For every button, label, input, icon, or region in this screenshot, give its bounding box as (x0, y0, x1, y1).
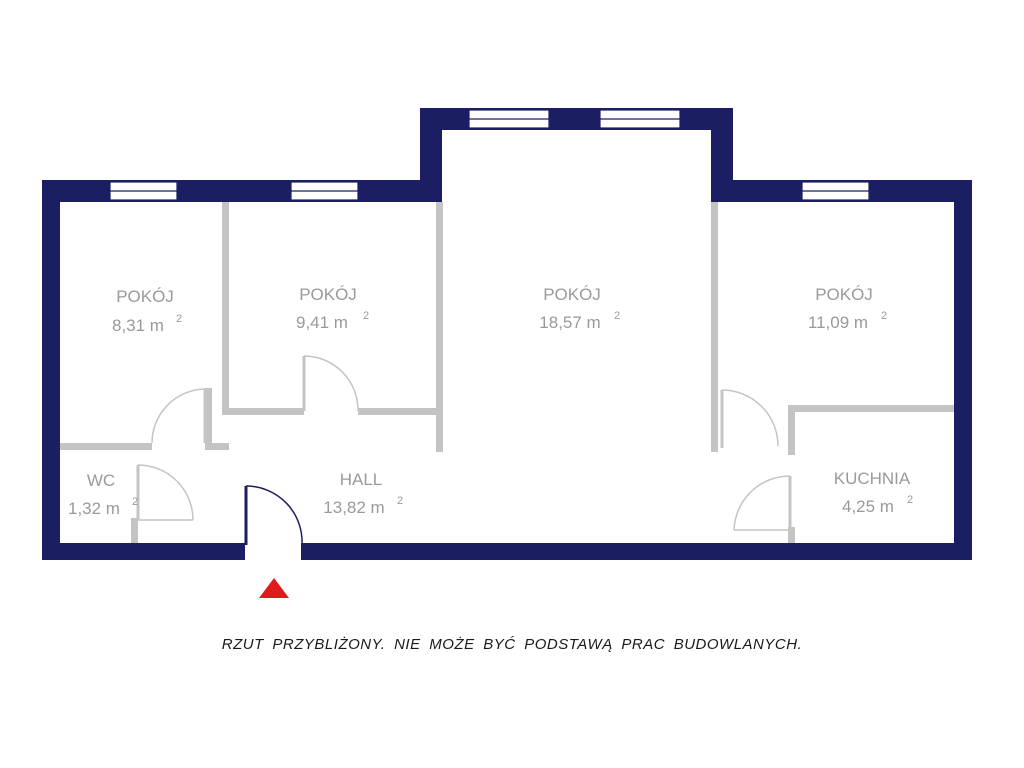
partition-wc-top-left (60, 443, 152, 450)
outer-walls (42, 108, 972, 560)
window-2 (290, 181, 359, 201)
door-room2 (302, 355, 359, 412)
partition-room1-stub (205, 388, 212, 448)
room-name: POKÓJ (815, 285, 873, 304)
room-area-unit: 2 (363, 310, 369, 322)
partition-room2-bottom-right (358, 408, 442, 415)
room-area: 4,25 m (842, 497, 894, 516)
door-kitchen (733, 475, 792, 531)
wall-bottom (42, 543, 972, 560)
windows (109, 109, 870, 201)
room-label-pokoj-2: POKÓJ 9,41 m 2 (296, 285, 369, 332)
partition-kitchen-left (788, 405, 795, 455)
wall-top-left (42, 180, 442, 202)
wall-bay-right (711, 108, 733, 202)
wall-left (42, 180, 60, 560)
partition-room1-room2 (222, 202, 229, 412)
partitions (60, 202, 954, 543)
room-area-unit: 2 (132, 496, 138, 508)
room-name: POKÓJ (543, 285, 601, 304)
door-wc (136, 464, 194, 521)
room-label-wc: WC 1,32 m 2 (68, 471, 138, 518)
room-area-unit: 2 (907, 494, 913, 506)
window-5 (801, 181, 870, 201)
room-label-pokoj-3: POKÓJ 18,57 m 2 (539, 285, 620, 332)
partition-room3-room4 (711, 202, 718, 452)
room-area: 9,41 m (296, 313, 348, 332)
wall-bay-top (420, 108, 733, 130)
room-area: 11,09 m (808, 313, 868, 332)
room-label-pokoj-4: POKÓJ 11,09 m 2 (808, 285, 887, 332)
room-area: 8,31 m (112, 316, 164, 335)
partition-wc-right (131, 518, 138, 543)
room-area-unit: 2 (881, 310, 887, 322)
room-area: 1,32 m (68, 499, 120, 518)
room-area-unit: 2 (176, 313, 182, 325)
entrance-marker-icon (259, 578, 289, 598)
window-1 (109, 181, 178, 201)
window-4 (599, 109, 681, 129)
room-labels: POKÓJ 8,31 m 2 POKÓJ 9,41 m 2 POKÓJ 18,5… (68, 285, 913, 518)
entrance-door (243, 485, 303, 560)
room-name: KUCHNIA (834, 469, 911, 488)
partition-kitchen-left-low (788, 527, 795, 543)
room-name: WC (87, 471, 115, 490)
room-name: POKÓJ (116, 287, 174, 306)
room-name: HALL (340, 470, 383, 489)
room-area: 18,57 m (539, 313, 600, 332)
door-room1 (151, 388, 207, 444)
room-name: POKÓJ (299, 285, 357, 304)
floor-plan: POKÓJ 8,31 m 2 POKÓJ 9,41 m 2 POKÓJ 18,5… (42, 108, 972, 598)
doors (136, 355, 792, 531)
room-label-hall: HALL 13,82 m 2 (323, 470, 403, 517)
door-room4 (720, 389, 779, 448)
room-label-kuchnia: KUCHNIA 4,25 m 2 (834, 469, 913, 516)
room-label-pokoj-1: POKÓJ 8,31 m 2 (112, 287, 182, 335)
room-area: 13,82 m (323, 498, 384, 517)
window-3 (468, 109, 550, 129)
wall-right (954, 180, 972, 560)
partition-room2-room3 (436, 202, 443, 452)
partition-wc-top-right (205, 443, 229, 450)
partition-kitchen-top (788, 405, 954, 412)
partition-room2-bottom-left (222, 408, 304, 415)
wall-bay-left (420, 108, 442, 202)
room-area-unit: 2 (397, 495, 403, 507)
disclaimer-note: RZUT PRZYBLIŻONY. NIE MOŻE BYĆ PODSTAWĄ … (221, 636, 803, 653)
room-area-unit: 2 (614, 310, 620, 322)
